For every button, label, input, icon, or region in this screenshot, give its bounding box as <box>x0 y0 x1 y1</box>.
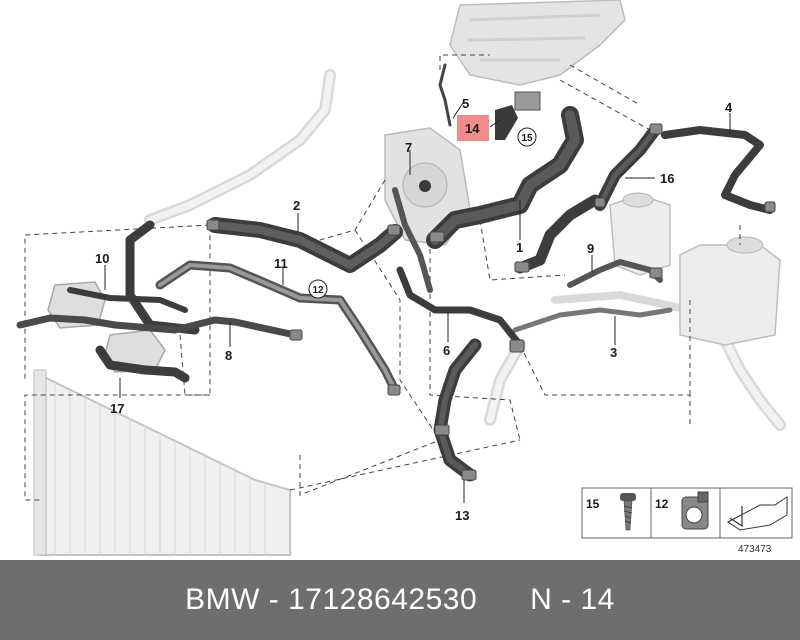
coolant-hose-diagram: 1 2 3 4 5 6 7 8 9 10 11 13 14 16 17 15 1… <box>16 0 793 556</box>
hose-8 <box>16 314 299 339</box>
footer-bar: BMW - 17128642530 N - 14 <box>0 560 800 640</box>
callout-5: 5 <box>462 96 469 111</box>
hose-6 <box>396 266 524 349</box>
callout-1: 1 <box>516 240 523 255</box>
leader-lines <box>104 102 731 503</box>
callout-circled-12: 12 <box>312 285 324 296</box>
callout-10: 10 <box>95 251 109 266</box>
radiator <box>33 369 291 556</box>
legend-box: 15 12 473473 <box>581 487 793 555</box>
callout-2: 2 <box>293 198 300 213</box>
legend-label-12: 12 <box>655 497 669 511</box>
expansion-tank-small <box>609 192 671 276</box>
footer-part-number: 17128642530 <box>288 583 478 616</box>
footer-gap <box>477 583 530 617</box>
ghost-pipes <box>144 69 786 431</box>
hoses <box>16 63 774 482</box>
circled-callouts: 15 12 <box>308 127 537 299</box>
expansion-tank-large <box>679 236 781 346</box>
footer-position: N - 14 <box>530 583 615 616</box>
highlight-box-14 <box>457 115 489 141</box>
reference-arrow-icon <box>727 496 788 531</box>
diagram-reference-number: 473473 <box>738 544 772 555</box>
callout-3: 3 <box>610 345 617 360</box>
footer-separator: - <box>259 583 289 616</box>
assembly-dash-lines <box>24 54 741 501</box>
legend-label-15: 15 <box>586 497 600 511</box>
callout-11: 11 <box>274 256 288 271</box>
hose-10 <box>125 220 200 335</box>
hose-clamp-icon <box>681 491 709 530</box>
fittings <box>206 123 776 481</box>
hose-5 <box>438 63 452 127</box>
screw-icon <box>620 493 636 531</box>
callout-8: 8 <box>225 348 232 363</box>
callout-14: 14 <box>465 121 480 136</box>
hose-9 <box>514 194 601 274</box>
callout-7: 7 <box>405 140 412 155</box>
callout-4: 4 <box>725 100 733 115</box>
callouts: 1 2 3 4 5 6 7 8 9 10 11 13 14 16 17 <box>95 96 733 523</box>
hose-4 <box>661 126 774 214</box>
callout-17: 17 <box>110 401 124 416</box>
callout-6: 6 <box>443 343 450 358</box>
callout-circled-15: 15 <box>521 133 533 144</box>
hose-7 <box>392 187 433 293</box>
callout-13: 13 <box>455 508 469 523</box>
engine-intake-manifold <box>449 0 626 86</box>
callout-16: 16 <box>660 171 674 186</box>
hose-17 <box>95 345 190 383</box>
callout-9: 9 <box>587 241 594 256</box>
footer-brand: BMW <box>185 583 260 616</box>
bracket-part-14 <box>495 91 541 140</box>
